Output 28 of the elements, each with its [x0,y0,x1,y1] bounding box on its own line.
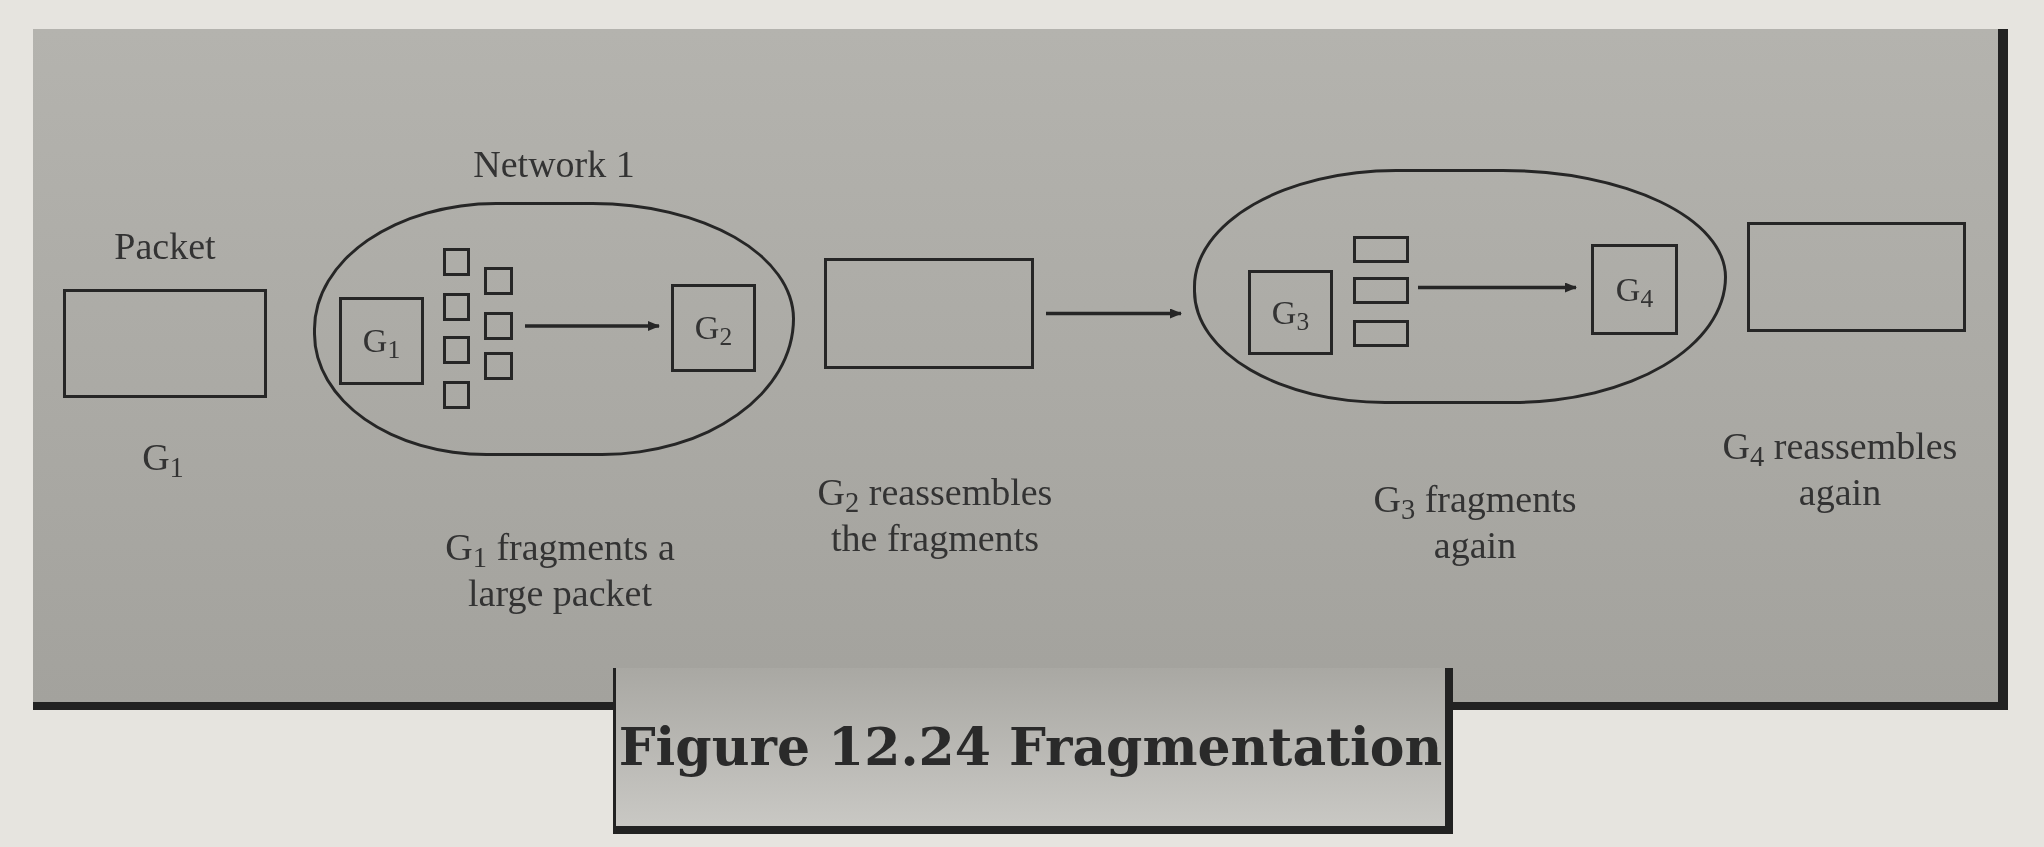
fragment-box [443,293,470,321]
fragment-box [443,336,470,364]
fragment-box [484,312,513,340]
node-caption: G$_{3}$ fragments again [1372,477,1578,568]
fragment-box [484,352,513,380]
gateway-box: G$_{2}$ [671,284,756,372]
fragment-box [443,248,470,276]
gateway-box: G$_{4}$ [1591,244,1678,335]
packet-box [1747,222,1966,332]
fragment-box [1353,320,1409,347]
node-heading: Packet [113,224,217,269]
arrow [1046,308,1182,319]
gateway-box: G$_{1}$ [339,297,424,385]
node-caption: G$_{2}$ reassembles the fragments [816,470,1054,561]
node-caption: G$_{4}$ reassembles again [1721,424,1959,515]
node-caption: G$_{1}$ fragments a large packet [444,525,676,616]
node-heading: Network 1 [472,142,636,187]
fragment-box [1353,277,1409,304]
arrow [525,321,660,331]
node-caption: G$_{1}$ [142,435,184,480]
figure-caption: Figure 12.24 Fragmentation [613,668,1453,834]
fragment-box [484,267,513,295]
gateway-box: G$_{3}$ [1248,270,1333,355]
fragment-box [1353,236,1409,263]
network-cloud [1193,169,1727,404]
arrow [1418,282,1577,293]
packet-box [824,258,1034,369]
fragment-box [443,381,470,409]
